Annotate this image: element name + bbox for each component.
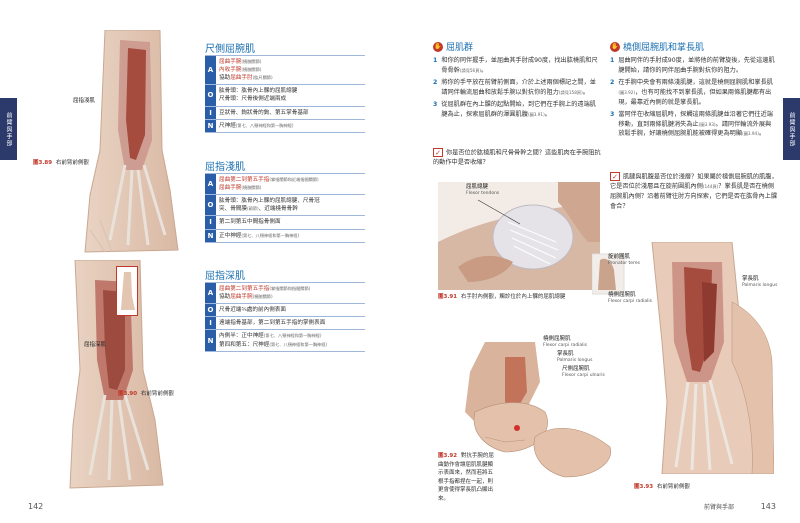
row-value: 肱骨頭：肱骨內上髁的屈肌總腱 尺骨頭：尺骨後側近端兩成	[219, 88, 298, 103]
illustration-label: 屈指深肌	[84, 342, 107, 348]
row-key: A	[205, 283, 216, 304]
muscle-info-table: A 屈曲第二到第五手指(掌指關節和指間關節) 協助屈曲手腕(橈腕關節) O 尺骨…	[205, 282, 365, 352]
page-number-left: 142	[28, 502, 44, 511]
insertion-row: I 第二到第五中間指骨側面	[205, 215, 365, 229]
figure-caption-3-93: 圖3.93 右前臂前側觀	[634, 482, 690, 490]
forearm-anterior-illustration-2	[69, 260, 164, 489]
insertion-row: I 豆狀骨、鉤狀骨的鉤、第五掌骨基部	[205, 105, 365, 119]
row-value: 屈曲第二到第五手指(掌指關節和指間關節) 協助屈曲手腕(橈腕關節)	[219, 286, 311, 301]
origin-row: O 肱骨頭：肱骨內上髁的屈肌總腱、尺骨冠 突、骨間膜(韌帶)、近端橈骨骨幹	[205, 194, 365, 216]
action-row: A 屈曲手腕(橈腕關節) 內收手腕(橈腕關節) 協助屈曲手肘(肱尺關節)	[205, 55, 365, 85]
section-heading: ✋ 橈側屈腕肌和掌長肌	[610, 40, 704, 53]
self-check-question: ✓你是否位於肱橈肌和尺骨骨幹之間？這些肌肉在手腕阻抗的動作中是否收縮？	[433, 148, 601, 167]
hands-illustration	[465, 342, 612, 478]
nerve-row: N 正中神經(第七、八頸神經和第一胸神經)	[205, 228, 365, 243]
section-title: 屈肌群	[446, 43, 474, 53]
side-tab-right: 前臂與手部	[783, 98, 800, 160]
figure-caption-3-90: 圖3.90 右前臂前側觀	[118, 389, 174, 397]
muscle-title: 屈指深肌	[205, 271, 245, 282]
row-value: 屈曲第二到第五手指(掌指關節和近端指間關節) 屈曲手腕(橈腕關節)	[219, 177, 319, 192]
figure-caption-text: 右前臂前側觀	[656, 484, 690, 490]
row-value: 正中神經(第七、八頸神經和第一胸神經)	[219, 232, 300, 239]
figure-caption-text: 右手肘內側觀，觸診位於內上髁的屈肌總腱	[460, 294, 566, 300]
self-check-question: ✓肌腱與肌腹是否位於淺層？如果屬於橈側屈腕肌的肌腹，它是否位於淺層且在旋前圓肌內…	[610, 172, 778, 211]
action-row: A 屈曲第二到第五手指(掌指關節和指間關節) 協助屈曲手腕(橈腕關節)	[205, 282, 365, 304]
row-key: A	[205, 174, 216, 195]
row-key: O	[205, 304, 216, 317]
figure-number: 圖3.89	[33, 160, 53, 166]
checkmark-icon: ✓	[610, 172, 620, 181]
row-key: O	[205, 85, 216, 106]
row-key: O	[205, 195, 216, 216]
row-key: N	[205, 119, 216, 132]
figure-number: 圖3.93	[634, 484, 654, 490]
row-value: 尺骨近端¾處的前內側表面	[219, 307, 286, 314]
section-heading: ✋ 屈肌群	[433, 40, 473, 53]
row-value: 豆狀骨、鉤狀骨的鉤、第五掌骨基部	[219, 109, 309, 116]
action-row: A 屈曲第二到第五手指(掌指關節和近端指間關節) 屈曲手腕(橈腕關節)	[205, 173, 365, 195]
muscle-title: 屈指淺肌	[205, 162, 245, 173]
palpation-hand-icon: ✋	[610, 41, 620, 52]
elbow-medial-photo	[438, 182, 600, 290]
muscle-info-table: A 屈曲手腕(橈腕關節) 內收手腕(橈腕關節) 協助屈曲手肘(肱尺關節) O 肱…	[205, 55, 365, 133]
palpation-hand-icon: ✋	[433, 41, 443, 52]
figure-caption-text: 右前臂前側觀	[55, 160, 89, 166]
forearm-thumbnail-icon	[116, 266, 138, 316]
row-key: A	[205, 56, 216, 85]
muscle-info-table: A 屈曲第二到第五手指(掌指關節和近端指間關節) 屈曲手腕(橈腕關節) O 肱骨…	[205, 173, 365, 243]
muscle-title: 尺側屈腕肌	[205, 44, 255, 55]
row-key: I	[205, 216, 216, 229]
illustration-label: 屈指淺肌	[73, 98, 96, 104]
page-number-right: 143	[760, 502, 776, 511]
forearm-anterior-illustration-1	[84, 30, 179, 253]
row-value: 屈曲手腕(橈腕關節) 內收手腕(橈腕關節) 協助屈曲手肘(肱尺關節)	[219, 59, 273, 82]
figure-caption-text: 右前臂前側觀	[140, 391, 174, 397]
row-key: N	[205, 229, 216, 242]
row-value: 遠端指骨基部，第二到第五手指的掌側表面	[219, 320, 326, 327]
row-key: I	[205, 317, 216, 330]
origin-row: O 肱骨頭：肱骨內上髁的屈肌總腱 尺骨頭：尺骨後側近端兩成	[205, 84, 365, 106]
row-key: I	[205, 106, 216, 119]
row-value: 第二到第五中間指骨側面	[219, 219, 281, 226]
forearm-anterior-palpation-illustration	[592, 242, 774, 474]
section-title: 橈側屈腕肌和掌長肌	[623, 43, 705, 53]
figure-number: 圖3.92	[438, 453, 458, 459]
figure-caption-text: 對抗手腕的屈曲動作會讓屈肌肌腱顯示表面來，然而若將五根手指都捏在一起，則更會使得…	[438, 453, 494, 502]
checkmark-icon: ✓	[433, 148, 443, 157]
figure-caption-3-91: 圖3.91 右手肘內側觀，觸診位於內上髁的屈肌總腱	[438, 292, 565, 300]
figure-caption-3-89: 圖3.89 右前臂前側觀	[33, 158, 89, 166]
running-footer: 前臂與手部	[703, 504, 734, 511]
figure-caption-3-92: 圖3.92 對抗手腕的屈曲動作會讓屈肌肌腱顯示表面來，然而若將五根手指都捏在一起…	[438, 452, 498, 503]
row-value: 內側半：正中神經(第七、八頸神經和第一胸神經) 第四和第五：尺神經(第七、八頸神…	[219, 333, 328, 348]
nerve-row: N 尺神經(第七、八頸神經和第一胸神經)	[205, 118, 365, 133]
row-key: N	[205, 330, 216, 351]
row-value: 肱骨頭：肱骨內上髁的屈肌總腱、尺骨冠 突、骨間膜(韌帶)、近端橈骨骨幹	[219, 198, 320, 213]
figure-number: 圖3.91	[438, 294, 458, 300]
nerve-row: N 內側半：正中神經(第七、八頸神經和第一胸神經) 第四和第五：尺神經(第七、八…	[205, 329, 365, 352]
side-tab-left: 前臂與手部	[0, 98, 17, 160]
insertion-row: I 遠端指骨基部，第二到第五手指的掌側表面	[205, 316, 365, 330]
origin-row: O 尺骨近端¾處的前內側表面	[205, 303, 365, 317]
row-value: 尺神經(第七、八頸神經和第一胸神經)	[219, 122, 294, 129]
figure-number: 圖3.90	[118, 391, 138, 397]
